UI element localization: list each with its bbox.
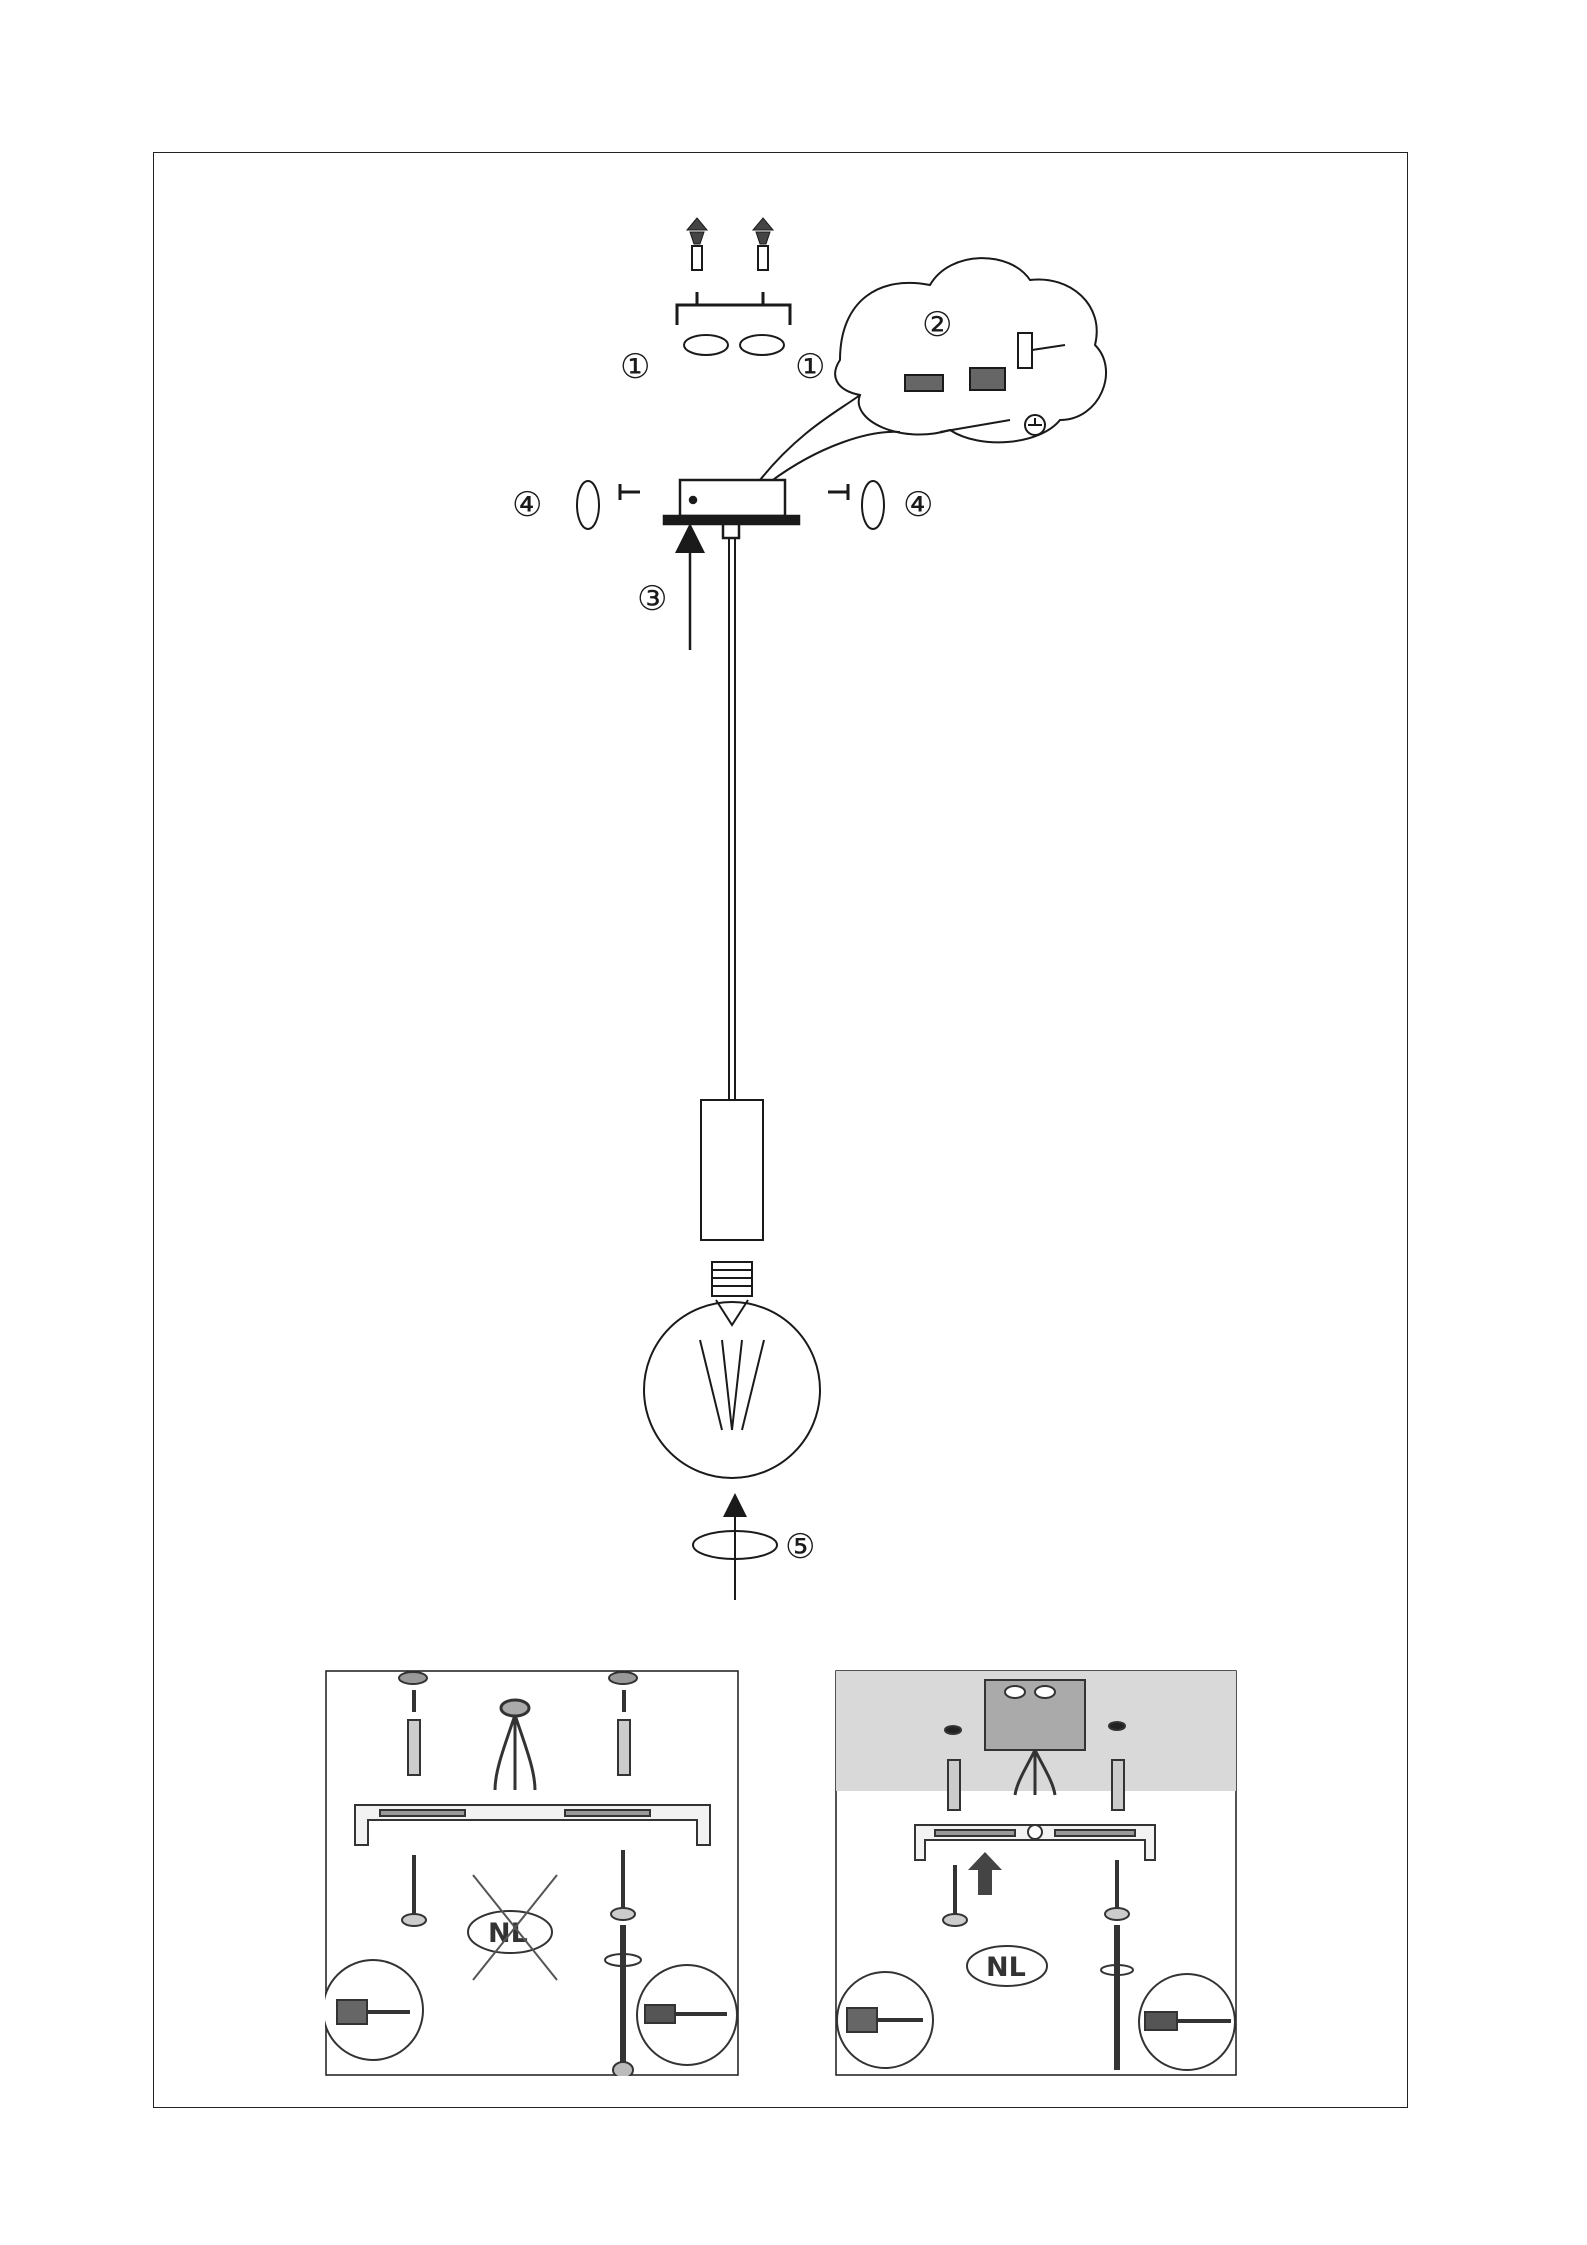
bracket-panel-right: NL xyxy=(835,1670,1237,2076)
step-2-label: ② xyxy=(922,305,952,345)
rotate-arrow-icon xyxy=(684,335,784,355)
ceiling-canopy xyxy=(664,480,799,538)
side-screw-left-icon xyxy=(620,484,640,500)
wall-anchor-left-icon xyxy=(687,218,707,270)
svg-text:NL: NL xyxy=(488,1918,528,1949)
side-screw-right-icon xyxy=(828,484,848,500)
suspension-cable xyxy=(729,538,735,1100)
drill-detail-icon xyxy=(325,1960,423,2060)
step-4-label-right: ④ xyxy=(903,485,933,525)
drill-detail-icon xyxy=(837,1972,933,2068)
step-1-label-right: ① xyxy=(795,347,825,387)
wall-anchor-right-icon xyxy=(753,218,773,270)
light-bulb-icon xyxy=(644,1262,820,1478)
screwdriver-detail-icon xyxy=(637,1965,737,2065)
bracket-panel-left: NL xyxy=(325,1670,739,2076)
step-1-label-left: ① xyxy=(620,347,650,387)
assembly-diagram: ① ① ② ④ ④ ③ xyxy=(0,0,1587,1620)
nl-badge: NL xyxy=(967,1946,1047,1986)
svg-text:NL: NL xyxy=(986,1952,1026,1983)
step-4-label-left: ④ xyxy=(512,485,542,525)
mounting-bracket xyxy=(677,292,790,325)
step-5-label: ⑤ xyxy=(785,1527,815,1567)
screwdriver-detail-icon xyxy=(1139,1974,1235,2070)
step-3-label: ③ xyxy=(637,579,667,619)
lamp-holder xyxy=(701,1100,763,1240)
